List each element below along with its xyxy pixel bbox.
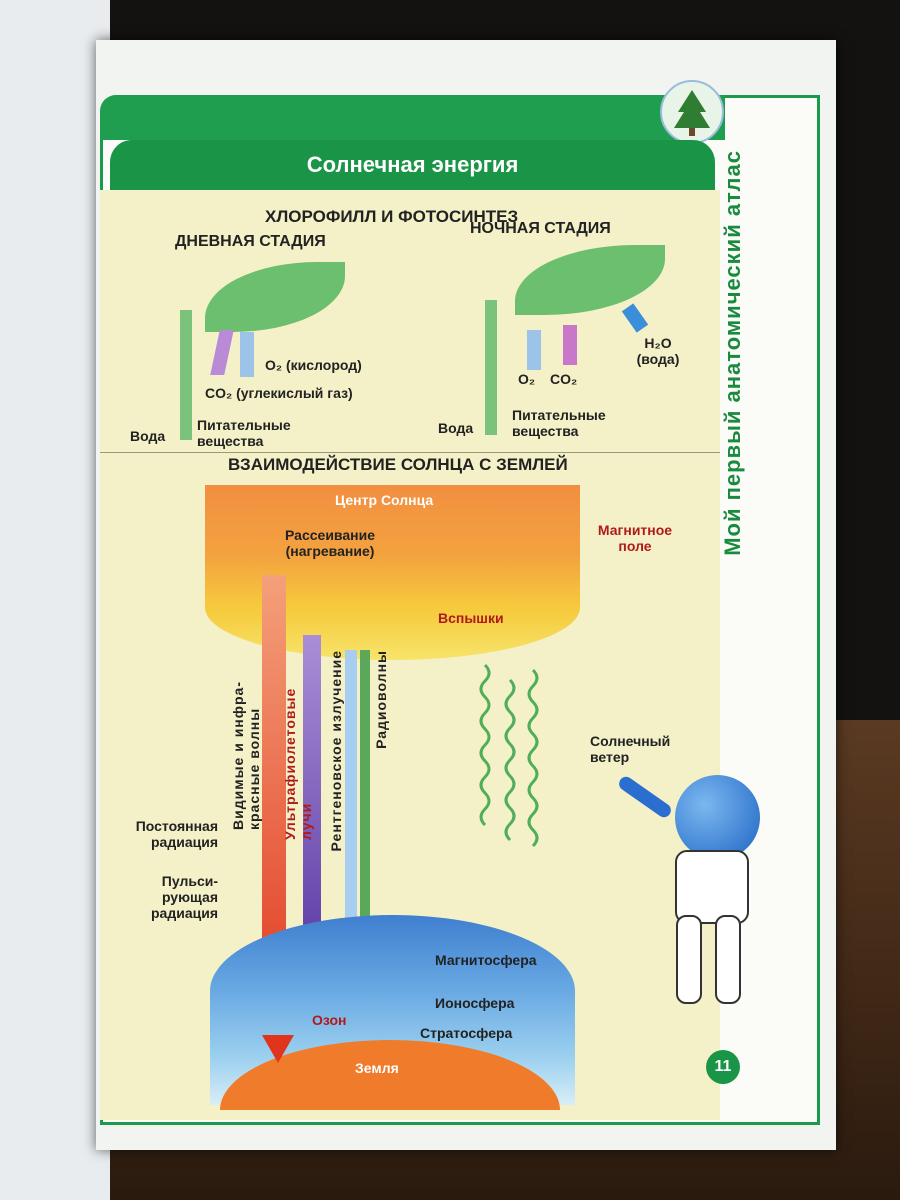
xray-label-container: Рентгеновское излучение bbox=[328, 650, 348, 890]
sun-center-label: Центр Солнца bbox=[335, 492, 434, 508]
section-title: Солнечная энергия bbox=[110, 140, 715, 190]
radio-beam bbox=[360, 650, 370, 1035]
co2-arrow-icon bbox=[563, 325, 577, 365]
mascot-right-leg bbox=[715, 915, 741, 1004]
night-co2-label: CO₂ bbox=[550, 371, 578, 387]
earth-label: Земля bbox=[355, 1060, 399, 1076]
sidebar-title-container: Мой первый анатомический атлас bbox=[720, 150, 760, 670]
sidebar-title: Мой первый анатомический атлас bbox=[720, 150, 745, 556]
visible-ir-arrow-icon bbox=[262, 1035, 294, 1063]
fir-tree-icon bbox=[660, 80, 724, 144]
magnetosphere-label: Магнитосфера bbox=[435, 952, 537, 968]
page-number: 11 bbox=[706, 1050, 740, 1084]
night-water-label: Вода bbox=[438, 420, 474, 436]
constant-radiation-label: Постоянная радиация bbox=[135, 818, 218, 850]
mascot-body bbox=[675, 850, 749, 924]
mascot-left-leg bbox=[676, 915, 702, 1004]
uv-label-container: Ультрафиолетовые лучи bbox=[282, 660, 322, 840]
mascot-head bbox=[675, 775, 760, 860]
xray-label: Рентгеновское излучение bbox=[328, 650, 344, 852]
night-plant-stem bbox=[485, 300, 497, 435]
ionosphere-label: Ионосфера bbox=[435, 995, 515, 1011]
stratosphere-label: Стратосфера bbox=[420, 1025, 513, 1041]
day-nutrients-label: Питательные вещества bbox=[197, 417, 291, 449]
night-nutrients-label: Питательные вещества bbox=[512, 407, 606, 439]
magnetic-field-label: Магнитное поле bbox=[597, 522, 673, 554]
o2-arrow-icon bbox=[527, 330, 541, 370]
uv-beam bbox=[303, 635, 321, 970]
day-water-label: Вода bbox=[130, 428, 166, 444]
section-divider bbox=[100, 452, 720, 453]
uv-label: Ультрафиолетовые лучи bbox=[282, 687, 314, 840]
day-stage-title: ДНЕВНАЯ СТАДИЯ bbox=[175, 233, 326, 250]
interaction-heading: ВЗАИМОДЕЙСТВИЕ СОЛНЦА С ЗЕМЛЕЙ bbox=[228, 455, 568, 474]
photosynthesis-heading: ХЛОРОФИЛЛ И ФОТОСИНТЕЗ bbox=[265, 207, 519, 226]
day-co2-label: CO₂ (углекислый газ) bbox=[205, 385, 353, 401]
radio-label-container: Радиоволны bbox=[373, 650, 393, 770]
left-page bbox=[0, 0, 110, 1200]
ozone-label: Озон bbox=[312, 1012, 347, 1028]
visible-ir-label-container: Видимые и инфра-красные волны bbox=[230, 650, 270, 830]
scattering-label: Рассеивание (нагревание) bbox=[285, 527, 375, 559]
night-o2-label: O₂ bbox=[518, 371, 536, 387]
xray-beam bbox=[345, 650, 357, 970]
solar-wind-waves bbox=[479, 663, 539, 848]
day-oxygen-label: O₂ (кислород) bbox=[265, 357, 362, 373]
radio-label: Радиоволны bbox=[373, 650, 389, 749]
solar-wind-label: Солнечный ветер bbox=[590, 733, 671, 765]
flares-label: Вспышки bbox=[438, 610, 504, 626]
top-green-band bbox=[100, 95, 725, 140]
night-stage-title: НОЧНАЯ СТАДИЯ bbox=[470, 220, 611, 237]
night-h2o-label: H₂O (вода) bbox=[636, 335, 680, 367]
day-plant-stem bbox=[180, 310, 192, 440]
visible-ir-label: Видимые и инфра-красные волны bbox=[230, 680, 262, 830]
pulsing-radiation-label: Пульси-рующая радиация bbox=[151, 873, 218, 921]
down-arrow-icon bbox=[240, 332, 254, 377]
